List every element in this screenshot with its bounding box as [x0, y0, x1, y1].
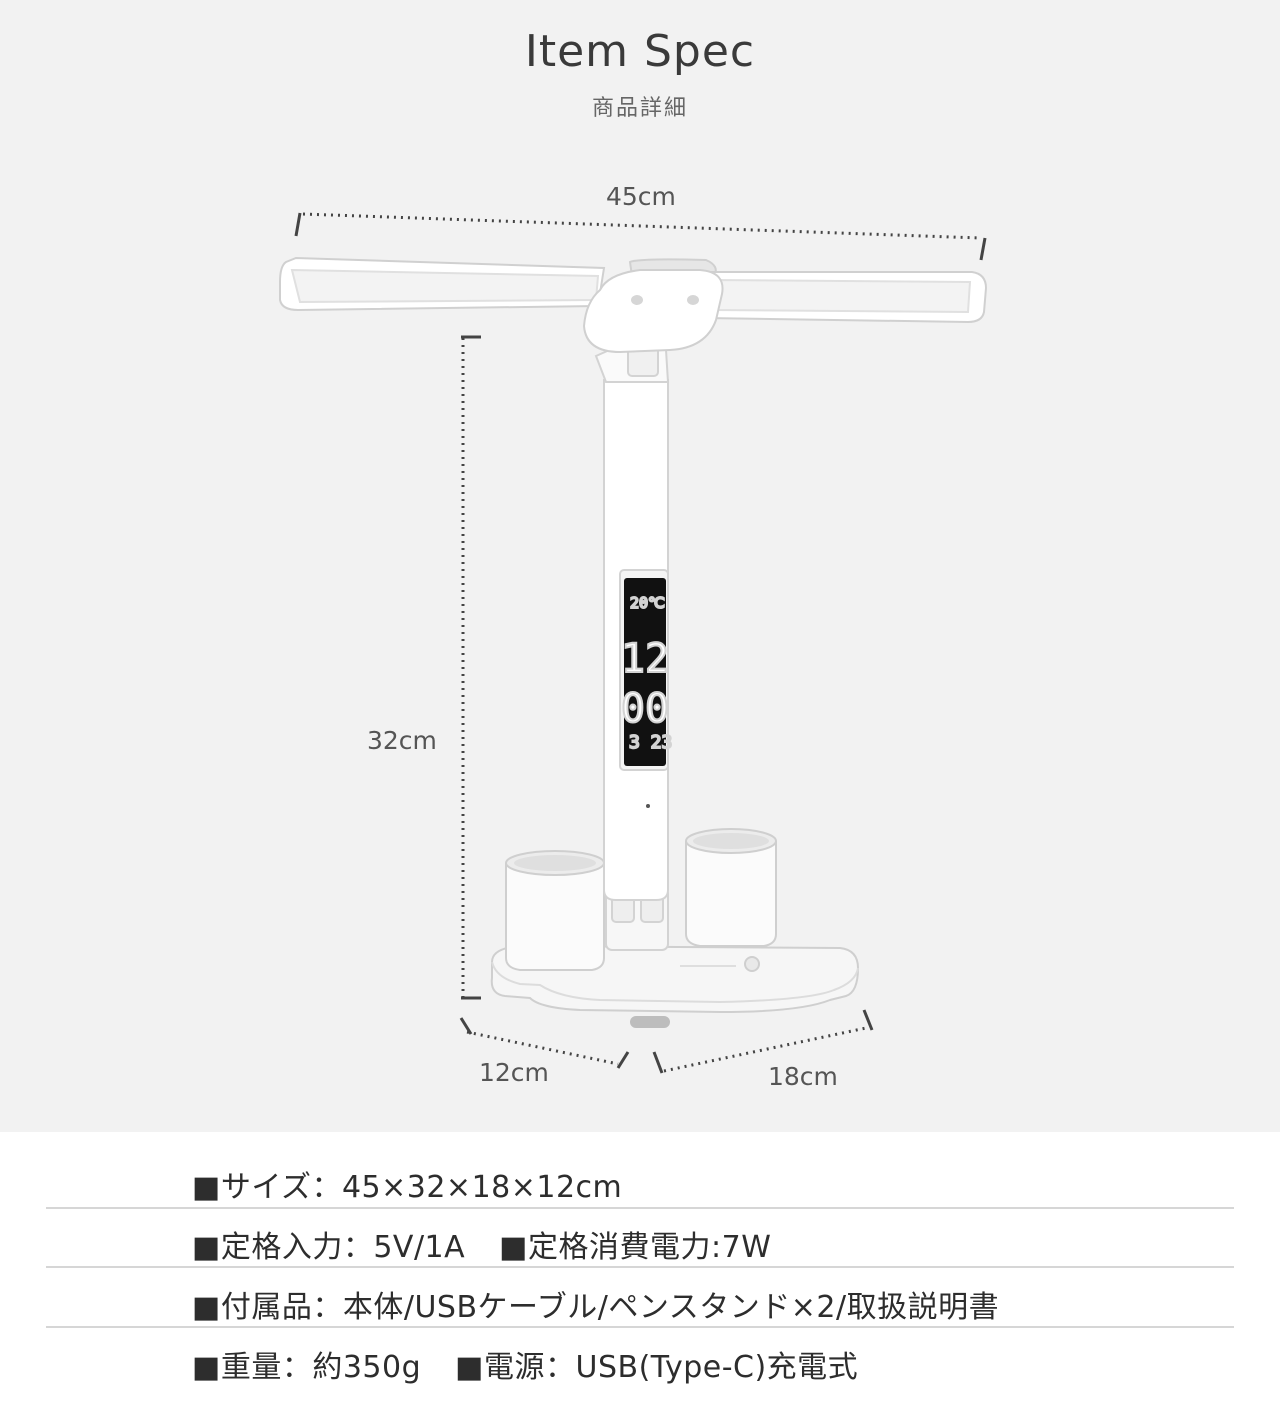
desk-lamp-illustration: 20℃ 12 00 3 23 — [279, 212, 988, 1074]
width-dimension-line — [302, 212, 981, 240]
product-hero: Item Spec 商品詳細 — [0, 0, 1280, 1132]
lcd-date: 3 23 — [629, 732, 672, 753]
lcd-display — [624, 578, 666, 766]
page-title: Item Spec — [524, 26, 756, 77]
lcd-temperature: 20℃ — [630, 594, 665, 612]
spec-row-accessories: ■付属品：本体/USBケーブル/ペンスタンド×2/取扱説明書 — [192, 1282, 999, 1326]
lcd-hour: 12 — [621, 636, 669, 682]
depth-left-dimension-line — [466, 1030, 619, 1066]
spec-row-weight: ■重量：約350g ■電源：USB(Type-C)充電式 — [192, 1342, 858, 1386]
spec-rated-consumption: ■定格消費電力:7W — [499, 1230, 772, 1265]
lamp-head — [279, 256, 988, 354]
dimension-depth-left-label: 12cm — [479, 1058, 549, 1087]
spec-rated-input: ■定格入力：5V/1A — [192, 1230, 466, 1265]
spec-weight: ■重量：約350g — [192, 1350, 422, 1385]
dimension-width-label: 45cm — [606, 182, 676, 211]
dimension-lines — [294, 212, 987, 1074]
pen-holder-left — [505, 850, 605, 971]
lcd-minute: 00 — [621, 686, 669, 732]
dimension-height-label: 32cm — [367, 726, 437, 755]
spec-divider — [46, 1207, 1234, 1209]
pen-holder-right — [685, 828, 777, 947]
dimension-depth-right-label: 18cm — [768, 1062, 838, 1091]
spec-power-source: ■電源：USB(Type-C)充電式 — [455, 1350, 859, 1385]
spec-row-power: ■定格入力：5V/1A ■定格消費電力:7W — [192, 1222, 771, 1266]
spec-divider — [46, 1326, 1234, 1328]
lamp-stem: 20℃ 12 00 3 23 — [594, 338, 673, 951]
spec-divider — [46, 1266, 1234, 1268]
spec-size: ■サイズ：45×32×18×12cm — [192, 1170, 623, 1205]
page-subtitle: 商品詳細 — [591, 96, 688, 121]
spec-accessories: ■付属品：本体/USBケーブル/ペンスタンド×2/取扱説明書 — [192, 1290, 1000, 1325]
spec-row-size: ■サイズ：45×32×18×12cm — [192, 1162, 622, 1206]
